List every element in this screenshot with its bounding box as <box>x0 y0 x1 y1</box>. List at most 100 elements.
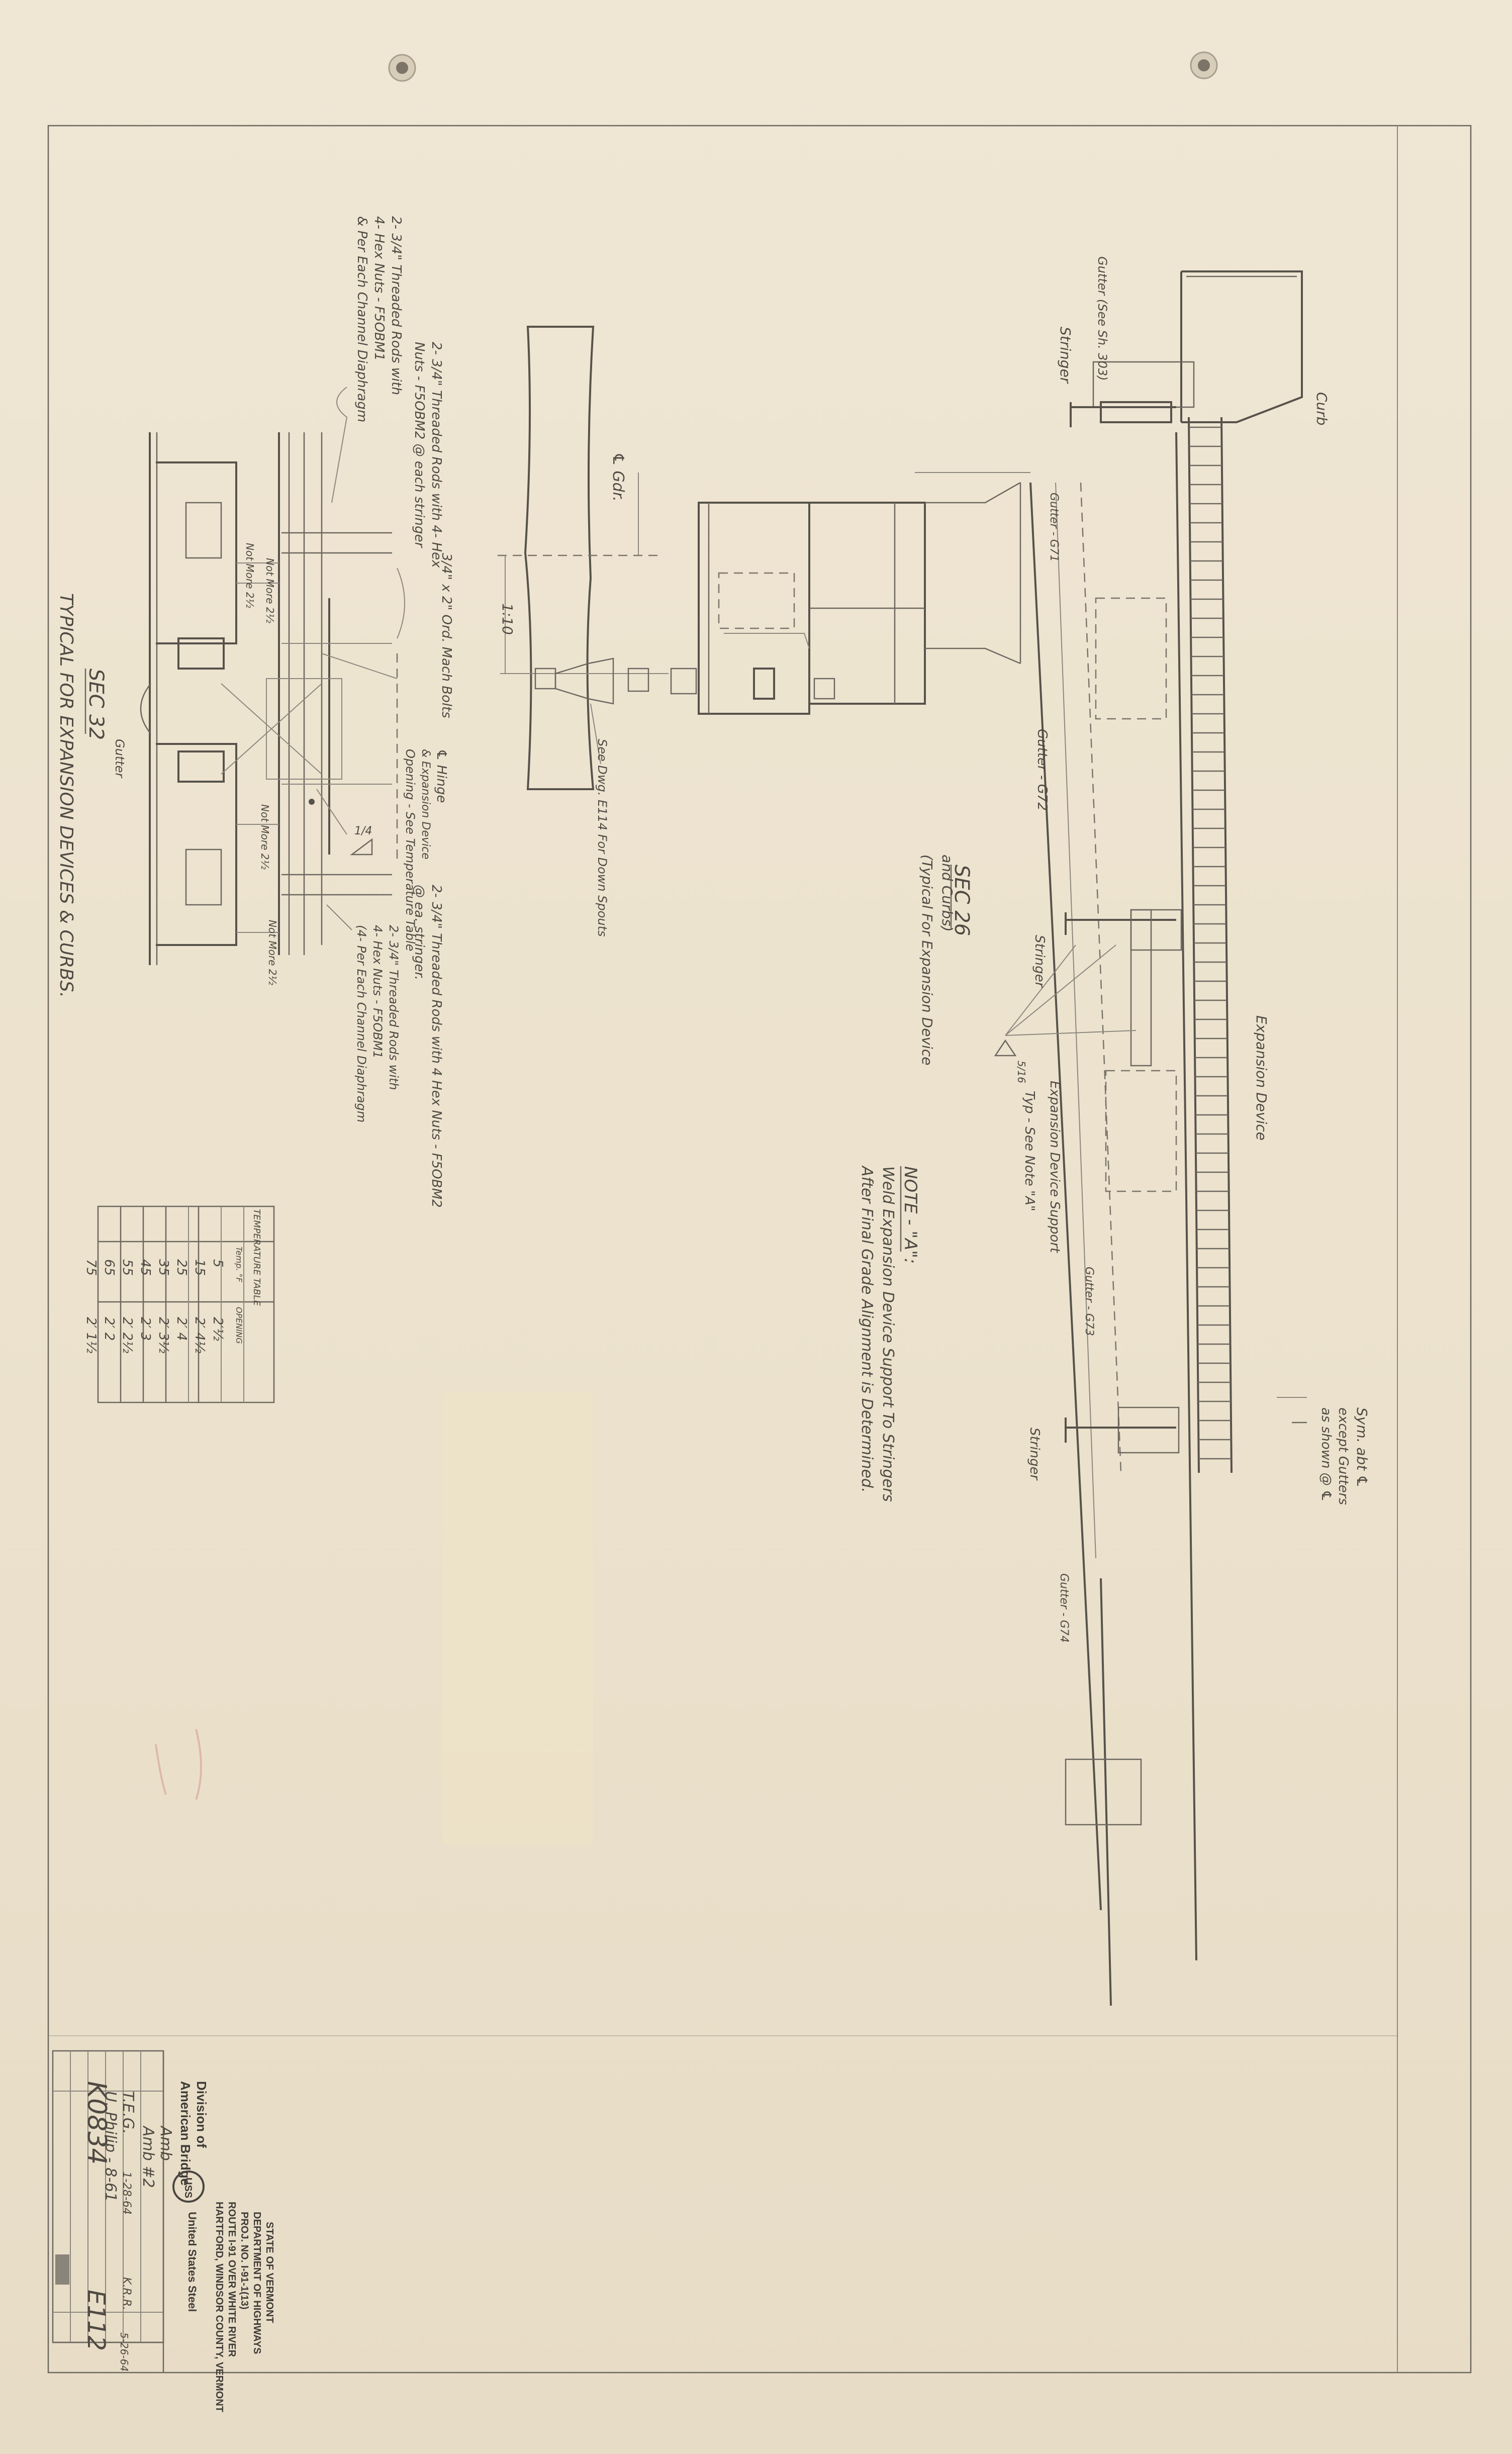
temperature-table-header-opening: OPENING <box>234 1307 244 1344</box>
sec26-sym-label-3: as shown @ ℄ <box>1318 1407 1334 1501</box>
sec32-rods-top-label-3: & Per Each Channel Diaphragm <box>354 216 369 422</box>
girder-centerline-label: ℄ Gdr. <box>609 452 627 502</box>
temperature-table-temp-cell: 15 <box>192 1259 207 1276</box>
temperature-table-rows: 5 2′½ 15 2′ 4½ 25 2′ 4 35 2′ 3½ 45 2′ 3 55 2′ 2½ 65 2… <box>83 1259 225 1353</box>
sec32-rods-bot-label: 2- 3/4" Threaded Rods with <box>387 925 401 1090</box>
title-block: K0834 E112 U. Philip - 8-61 T.E.G. 1-28-… <box>52 2050 275 2412</box>
sec26-gutter-g73-label: Gutter - G73 <box>1083 1267 1095 1336</box>
temperature-table-opening-cell: 2′ 4 <box>174 1317 189 1341</box>
sec26-exp-support-label: Expansion Device Support <box>1047 1081 1062 1253</box>
title-state: STATE OF VERMONT <box>264 2222 275 2323</box>
sec32-gutter-label: Gutter <box>113 739 127 779</box>
sec32-rods-top-label: 2- 3/4" Threaded Rods with <box>389 216 404 395</box>
title-route: ROUTE I-91 OVER WHITE RIVER <box>226 2202 237 2357</box>
sec32-hinge-label: ℄ Hinge <box>434 749 449 803</box>
sec32-title: SEC 32 <box>84 669 108 740</box>
sec32-rods-top-label-2: 4- Hex Nuts - F5OBM1 <box>371 216 387 361</box>
company-steel: United States Steel <box>186 2212 199 2312</box>
company-division: Division of <box>194 2081 209 2148</box>
red-pencil-mark <box>155 1729 202 1800</box>
sec26-sym-label-2: except Gutters <box>1336 1407 1351 1505</box>
sec26-weld-label: 5/16 <box>1015 1061 1027 1083</box>
sec26-exp-device-label: Expansion Device <box>1253 1015 1270 1141</box>
faded-patch <box>442 1392 593 1845</box>
sec32-opening-label: Opening - See Temperature Table <box>403 749 417 951</box>
gutter-slope-label: 1:10 <box>499 603 516 635</box>
sec26-subtitle-2: and Curbs) <box>939 855 956 932</box>
approved-date: 5-26-64 <box>118 2332 130 2372</box>
title-dept: DEPARTMENT OF HIGHWAYS <box>251 2212 262 2354</box>
note-a-line-1: After Final Grade Alignment is Determine… <box>858 1165 876 1493</box>
sec26-stringer-label-2: Stringer <box>1032 935 1047 989</box>
sec32-not-more-2: Not More 2½ <box>264 558 276 623</box>
sheet-border <box>47 125 1472 2374</box>
sec32-rods-low-label-2: @ ea. stringer. <box>412 885 427 980</box>
temperature-table-temp-cell: 45 <box>138 1259 153 1276</box>
sec26-gutter-g74-label: Gutter - G74 <box>1058 1573 1070 1643</box>
checked-by: Amb #2 <box>139 2125 157 2188</box>
sec26-stringer-label-3: Stringer <box>1027 1428 1042 1481</box>
sec26-title: SEC 26 <box>950 865 973 936</box>
sec26-section: Gutter (See Sh. 303) Stringer Curb Gutte… <box>919 256 1370 2006</box>
note-a-line-2: Weld Expansion Device Support To Stringe… <box>879 1166 897 1502</box>
uss-logo <box>172 2170 205 2203</box>
sec26-subtitle-1: (Typical For Expansion Device <box>919 855 935 1065</box>
temperature-table-temp-cell: 35 <box>156 1259 171 1276</box>
contract-number: K0834 <box>81 2081 112 2164</box>
temperature-table-temp-cell: 75 <box>83 1259 99 1276</box>
expansion-device-ladder <box>1188 417 1233 1473</box>
temperature-table-opening-cell: 2′ 2 <box>102 1317 117 1341</box>
temperature-table-temp-cell: 5 <box>210 1259 225 1268</box>
sec32-not-more-4: Not More 2½ <box>266 920 278 985</box>
temperature-table-temp-cell: 65 <box>102 1259 117 1276</box>
temperature-table-opening-cell: 2′ 2½ <box>120 1317 135 1353</box>
sec32-not-more-3: Not More 2½ <box>259 804 271 870</box>
sec32-rods-bot-label-2: 4- Hex Nuts - F5OBM1 <box>370 925 385 1059</box>
sec32-bolts-label: 3/4" x 2" Ord. Mach Bolts <box>439 553 454 718</box>
sec26-gutter-g71-label: Gutter - G71 <box>1048 493 1060 562</box>
sec32-rods-mid-label: 2- 3/4" Threaded Rods with 4- Hex <box>429 342 444 568</box>
temperature-table-temp-cell: 25 <box>174 1259 189 1276</box>
sec32-rods-mid-label-2: Nuts - F5OBM2 @ each stringer <box>412 342 427 548</box>
sec32-weld-label: 1/4 <box>354 825 372 837</box>
note-a-title: NOTE - "A": <box>900 1166 920 1264</box>
temperature-table-temp-cell: 55 <box>120 1259 135 1276</box>
sheet-number: E112 <box>82 2290 110 2351</box>
sec32-rods-bot-label-3: (4- Per Each Channel Diaphragm <box>354 925 368 1122</box>
sec32-rods-low-label: 2- 3/4" Threaded Rods with 4 Hex Nuts - … <box>429 885 444 1208</box>
temperature-table-title: TEMPERATURE TABLE <box>251 1209 262 1306</box>
title-project: PROJ. NO. I-91-1(13) <box>239 2212 250 2310</box>
sec32-subtitle: TYPICAL FOR EXPANSION DEVICES & CURBS. <box>56 593 76 998</box>
sec26-gutter-g72-label: Gutter - G72 <box>1034 729 1050 811</box>
sec26-typ-label: Typ - See Note "A" <box>1022 1091 1037 1211</box>
title-block-bar <box>55 2254 69 2285</box>
sec26-gutter-ref-label: Gutter (See Sh. 303) <box>1095 256 1109 381</box>
drawn-date: 1-28-64 <box>120 2172 133 2215</box>
title-location: HARTFORD, WINDSOR COUNTY, VERMONT <box>214 2202 225 2412</box>
sec32-hinge-label-2: & Expansion Device <box>419 749 432 860</box>
temperature-table: TEMPERATURE TABLE Temp. °F OPENING 5 2′½ 1… <box>83 1205 275 1403</box>
temperature-table-opening-cell: 2′ 1½ <box>83 1317 99 1353</box>
sec26-curb-label: Curb <box>1313 392 1330 426</box>
approved-by: K.R.R. <box>120 2277 133 2310</box>
temperature-table-opening-cell: 2′½ <box>210 1317 225 1341</box>
sec32-section: 2- 3/4" Threaded Rods with 4- Hex Nuts -… <box>56 216 454 1208</box>
temperature-table-opening-cell: 2′ 3 <box>138 1317 153 1341</box>
gutter-detail: 1:10 ℄ Gdr. See Dwg. E114 For Down Spout… <box>498 326 1030 937</box>
sec32-not-more-1: Not More 2½ <box>244 543 256 608</box>
sec26-stringer-label-1: Stringer <box>1057 327 1074 384</box>
temperature-table-opening-cell: 2′ 3½ <box>156 1317 171 1353</box>
drafter-signature: U. Philip - 8-61 <box>102 2091 119 2202</box>
temperature-table-header-temp: Temp. °F <box>234 1247 244 1283</box>
temperature-table-opening-cell: 2′ 4½ <box>192 1317 207 1353</box>
sec26-sym-label: Sym. abt ℄ <box>1354 1407 1370 1487</box>
downspout-note: See Dwg. E114 For Down Spouts <box>595 739 609 937</box>
drawn-by: T.E.G. <box>119 2091 137 2134</box>
company-name: American Bridge <box>178 2081 193 2186</box>
punch-holes <box>388 51 1218 82</box>
uss-logo-text: USS <box>182 2178 194 2198</box>
note-a: NOTE - "A": After Final Grade Alignment … <box>858 1165 920 1502</box>
made-by: Amb <box>157 2125 174 2161</box>
